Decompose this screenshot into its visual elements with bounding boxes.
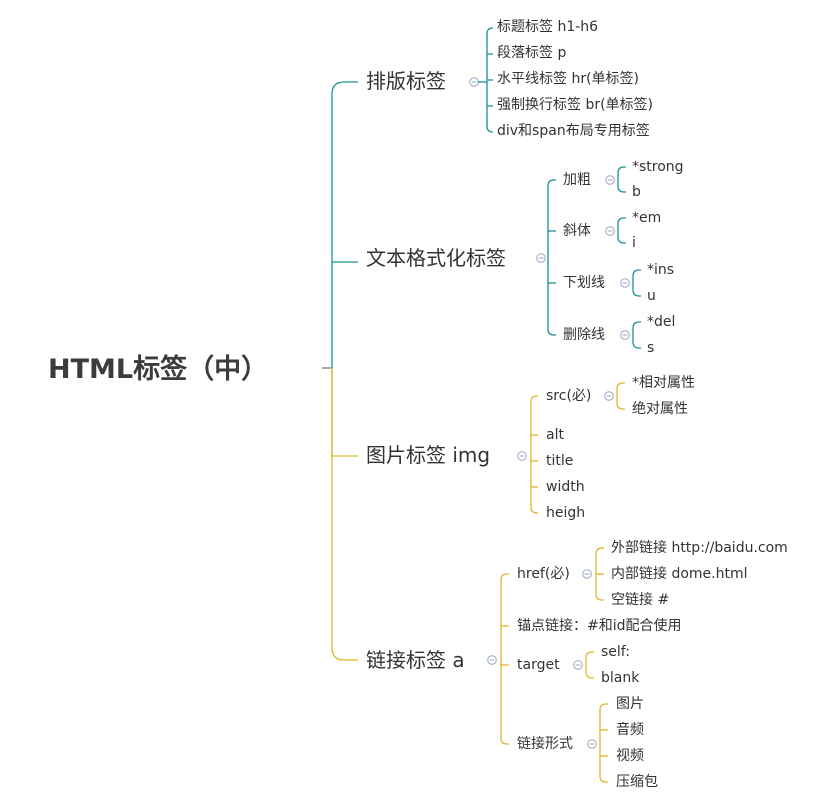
bracket-bold-lower <box>617 180 626 193</box>
bracket-text-format-lower <box>547 258 556 336</box>
bracket-typography-lower <box>486 82 494 133</box>
node-internal-link: 内部链接 dome.html <box>611 566 748 582</box>
branch-text-format: 文本格式化标签 <box>366 246 506 270</box>
node-empty-link: 空链接 # <box>611 592 670 608</box>
node-heading-tags: 标题标签 h1-h6 <box>497 19 599 35</box>
bracket-target-upper <box>585 651 594 665</box>
collapse-typography-icon[interactable] <box>469 77 479 87</box>
branch-typography: 排版标签 <box>366 69 446 93</box>
node-italic: 斜体 <box>563 223 591 239</box>
root-topic: HTML标签（中） <box>48 354 269 385</box>
collapse-italic-icon[interactable] <box>605 226 615 236</box>
node-absolute-path: 绝对属性 <box>632 401 688 417</box>
node-heigh: heigh <box>546 505 586 521</box>
node-archive: 压缩包 <box>616 774 658 790</box>
bracket-bold-upper <box>617 166 626 180</box>
branch-image-tag: 图片标签 img <box>366 443 491 467</box>
node-image: 图片 <box>616 696 644 712</box>
node-div-span-tags: div和span布局专用标签 <box>497 123 650 139</box>
bracket-src-upper <box>616 382 625 396</box>
collapse-link-icon[interactable] <box>487 655 497 665</box>
bracket-underline-upper <box>632 269 641 283</box>
bracket-href-upper <box>595 547 604 574</box>
node-u: u <box>647 288 656 304</box>
bracket-italic-lower <box>617 231 626 244</box>
node-alt: alt <box>546 427 564 443</box>
collapse-bold-icon[interactable] <box>605 175 615 185</box>
node-underline: 下划线 <box>563 275 605 291</box>
edge-root-link <box>331 368 358 661</box>
node-self: self: <box>601 644 630 660</box>
collapse-underline-icon[interactable] <box>620 278 630 288</box>
node-br-tag: 强制换行标签 br(单标签) <box>497 97 654 113</box>
node-blank: blank <box>601 670 640 686</box>
node-em: *em <box>632 210 662 226</box>
node-i: i <box>632 235 636 251</box>
bracket-image-upper <box>530 395 538 456</box>
bracket-strike-upper <box>632 321 641 335</box>
node-video: 视频 <box>616 748 644 764</box>
node-strikethrough: 删除线 <box>563 327 605 343</box>
bracket-typography-upper <box>486 27 494 82</box>
node-anchor-link: 锚点链接：#和id配合使用 <box>517 618 682 634</box>
node-paragraph-tag: 段落标签 p <box>497 45 567 61</box>
node-strong: *strong <box>632 159 684 175</box>
node-bold: 加粗 <box>563 172 591 188</box>
node-relative-path: *相对属性 <box>632 375 695 391</box>
bracket-text-format-upper <box>547 179 556 258</box>
node-src: src(必) <box>546 388 592 404</box>
collapse-strike-icon[interactable] <box>620 330 630 340</box>
collapse-image-icon[interactable] <box>517 451 527 461</box>
bracket-underline-lower <box>632 283 641 297</box>
node-width: width <box>546 479 585 495</box>
bracket-link-upper <box>500 573 509 660</box>
node-s: s <box>647 340 655 356</box>
node-ins: *ins <box>647 262 675 278</box>
node-href: href(必) <box>517 566 570 582</box>
edge-root-typography <box>331 81 358 368</box>
collapse-src-icon[interactable] <box>604 391 614 401</box>
collapse-target-icon[interactable] <box>573 660 583 670</box>
bracket-strike-lower <box>632 335 641 349</box>
bracket-link-forms-upper <box>599 703 608 744</box>
collapse-text-format-icon[interactable] <box>536 253 546 263</box>
bracket-href-lower <box>595 574 604 601</box>
node-b: b <box>632 184 641 200</box>
node-del: *del <box>647 314 676 330</box>
node-link-forms: 链接形式 <box>517 736 573 752</box>
bracket-link-lower <box>500 660 509 745</box>
node-audio: 音频 <box>616 722 644 738</box>
bracket-link-forms-lower <box>599 744 608 783</box>
collapse-link-forms-icon[interactable] <box>587 739 597 749</box>
bracket-target-lower <box>585 665 594 679</box>
bracket-src-lower <box>616 396 625 410</box>
branch-link-tag: 链接标签 a <box>366 648 465 672</box>
collapse-href-icon[interactable] <box>582 569 592 579</box>
node-target: target <box>517 657 560 673</box>
node-hr-tag: 水平线标签 hr(单标签) <box>497 71 640 87</box>
bracket-italic-upper <box>617 217 626 231</box>
bracket-image-lower <box>530 456 538 514</box>
node-title: title <box>546 453 574 469</box>
node-external-link: 外部链接 http://baidu.com <box>611 540 788 556</box>
